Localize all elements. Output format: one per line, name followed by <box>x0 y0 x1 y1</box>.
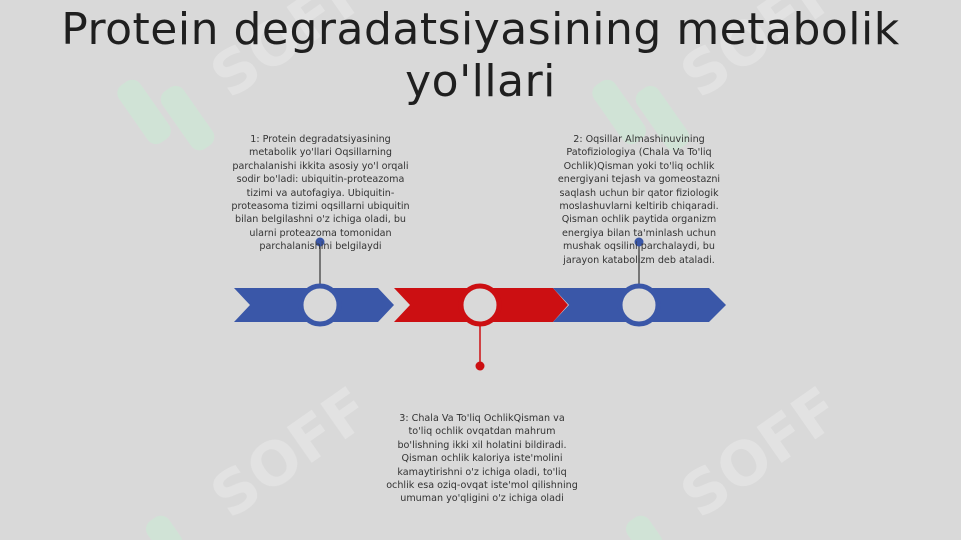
step-marker-2 <box>458 283 502 327</box>
connector-dot-2 <box>634 237 644 247</box>
step-marker-3 <box>617 283 661 327</box>
slide-title: Protein degradatsiyasining metabolik yo'… <box>61 4 900 107</box>
connector-dot-1 <box>315 237 325 247</box>
watermark-logo <box>117 79 690 540</box>
step-2-text: 2: Oqsillar Almashinuvining Patofiziolog… <box>557 134 724 266</box>
step-1-text: 1: Protein degradatsiyasining metabolik … <box>231 134 413 253</box>
step-marker-1 <box>298 283 342 327</box>
connector-dot-3 <box>475 361 485 371</box>
svg-text:SOFF: SOFF <box>668 374 852 532</box>
svg-text:SOFF: SOFF <box>198 374 382 532</box>
step-3-text: 3: Chala Va To'liq OchlikQisman va to'li… <box>386 413 581 505</box>
